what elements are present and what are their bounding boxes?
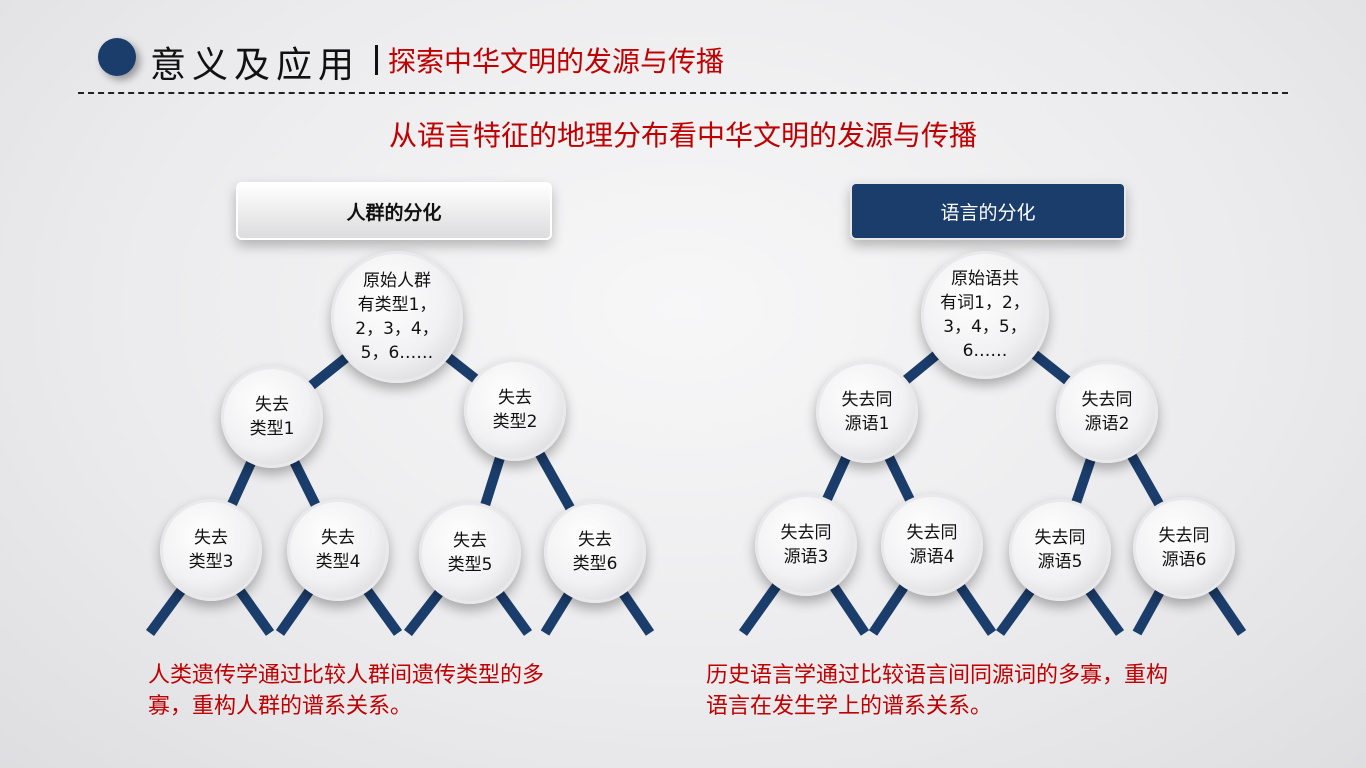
dashed-divider [78, 92, 1288, 94]
tree-node: 失去 类型4 [287, 499, 389, 601]
tree-node: 失去同 源语1 [816, 361, 918, 463]
tree-node: 失去 类型3 [160, 499, 262, 601]
tree-node-root: 原始人群 有类型1， 2，3，4， 5，6…… [331, 251, 463, 383]
tree-node: 失去 类型1 [221, 366, 323, 468]
tree-node: 失去同 源语2 [1056, 361, 1158, 463]
slide-subtitle: 探索中华文明的发源与传播 [388, 45, 725, 78]
tree-node: 失去同 源语3 [755, 494, 857, 596]
tree-node: 失去同 源语6 [1133, 497, 1235, 599]
language-divergence-label: 语言的分化 [850, 182, 1126, 240]
tree-node: 失去 类型5 [419, 502, 521, 604]
tree-node: 失去 类型6 [544, 501, 646, 603]
slide-title: 意义及应用 [150, 45, 361, 86]
tree-node-root: 原始语共 有词1，2， 3，4，5， 6…… [921, 251, 1049, 379]
section-heading: 从语言特征的地理分布看中华文明的发源与传播 [388, 119, 977, 152]
population-description: 人类遗传学通过比较人群间遗传类型的多 寡，重构人群的谱系关系。 [148, 663, 545, 719]
tree-node: 失去 类型2 [464, 359, 566, 461]
title-separator [375, 45, 378, 75]
tree-node: 失去同 源语5 [1009, 499, 1111, 601]
title-bullet-icon [98, 38, 136, 76]
population-divergence-label: 人群的分化 [236, 182, 552, 240]
tree-node: 失去同 源语4 [881, 494, 983, 596]
language-description: 历史语言学通过比较语言间同源词的多寡，重构 语言在发生学上的谱系关系。 [706, 663, 1169, 719]
